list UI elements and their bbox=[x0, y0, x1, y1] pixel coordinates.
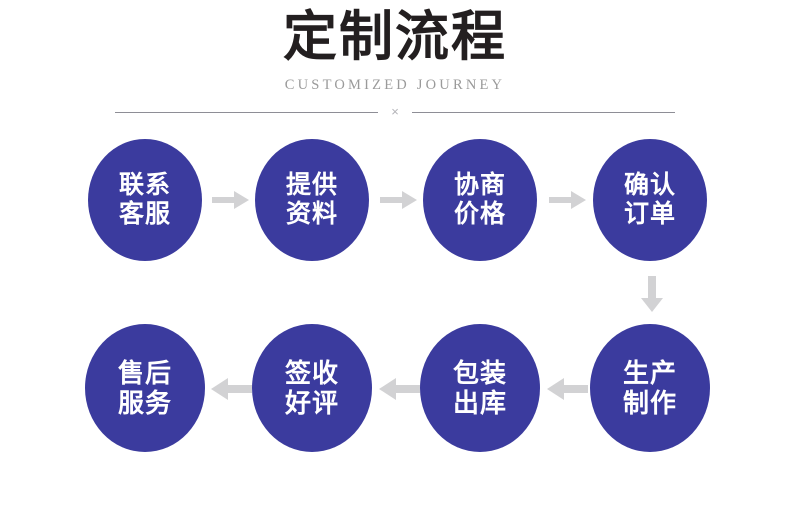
flow-node-negotiate-price[interactable]: 协商 价格 bbox=[423, 139, 537, 261]
flow-node-label: 签收 好评 bbox=[284, 358, 339, 418]
divider: × bbox=[115, 103, 675, 121]
flow-node-label: 联系 客服 bbox=[118, 171, 171, 228]
flow-node-sign-receipt-review[interactable]: 签收 好评 bbox=[252, 324, 372, 452]
flow-node-confirm-order[interactable]: 确认 订单 bbox=[593, 139, 707, 261]
arrow-left-icon bbox=[378, 376, 420, 402]
flow-node-production[interactable]: 生产 制作 bbox=[590, 324, 710, 452]
arrow-down-icon bbox=[637, 276, 667, 314]
page-title: 定制流程 bbox=[283, 7, 507, 67]
flow-node-label: 生产 制作 bbox=[622, 358, 677, 418]
divider-line-right bbox=[412, 111, 675, 113]
arrow-left-icon bbox=[546, 376, 588, 402]
flow-node-label: 提供 资料 bbox=[285, 171, 338, 228]
page-subtitle: CUSTOMIZED JOURNEY bbox=[284, 77, 506, 93]
flow-node-label: 售后 服务 bbox=[117, 358, 172, 418]
flow-node-packaging-shipment[interactable]: 包装 出库 bbox=[420, 324, 540, 452]
flow-node-label: 协商 价格 bbox=[453, 171, 506, 228]
flow-node-label: 包装 出库 bbox=[452, 358, 507, 418]
arrow-right-icon bbox=[212, 188, 250, 212]
divider-x-mark: × bbox=[391, 104, 399, 119]
flow-node-contact-service[interactable]: 联系 客服 bbox=[88, 139, 202, 261]
arrow-right-icon bbox=[380, 188, 418, 212]
flow-node-provide-materials[interactable]: 提供 资料 bbox=[255, 139, 369, 261]
flow-node-label: 确认 订单 bbox=[623, 171, 676, 228]
arrow-right-icon bbox=[549, 188, 587, 212]
flow-node-after-sales-service[interactable]: 售后 服务 bbox=[85, 324, 205, 452]
arrow-left-icon bbox=[210, 376, 252, 402]
divider-line-left bbox=[115, 111, 378, 113]
header: 定制流程 CUSTOMIZED JOURNEY bbox=[0, 0, 790, 94]
